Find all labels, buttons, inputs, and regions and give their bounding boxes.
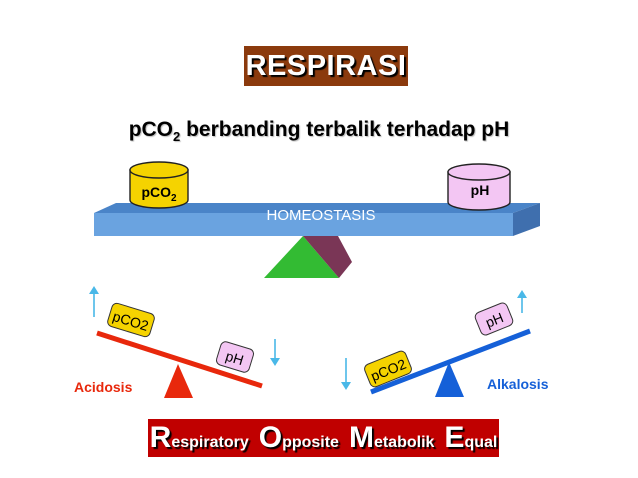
subtitle-sub: 2 [173, 129, 181, 145]
beam-top [94, 203, 540, 213]
alkalosis-ph-box: pH [474, 302, 514, 336]
fulcrum-purple [303, 236, 352, 278]
acidosis-beam [96, 330, 263, 389]
arrow-down-acidosis-icon [270, 339, 280, 366]
footer-word-3: Metabolik [348, 421, 435, 454]
footer-word-1: Respiratory [149, 421, 249, 454]
subtitle-suffix: berbanding terbalik terhadap pH [180, 118, 510, 141]
alkalosis-ph-label: pH [483, 309, 506, 331]
fulcrum-green [264, 236, 339, 278]
acidosis-pco2-box: pCO2 [107, 302, 155, 338]
acidosis-ph-box: pH [215, 341, 255, 373]
beam-label: HOMEOSTASIS [267, 207, 376, 224]
acidosis-ph-label: pH [224, 348, 246, 369]
arrow-down-alkalosis-icon [341, 358, 351, 390]
arrow-up-acidosis-icon [89, 286, 99, 317]
can-ph: pH [447, 163, 511, 211]
can-left-sub: 2 [171, 193, 177, 204]
acidosis-label: Acidosis [74, 379, 133, 395]
can-right-label: pH [471, 182, 490, 198]
title-box: RESPIRASI [244, 46, 408, 86]
beam-front [94, 213, 513, 236]
can-left-prefix: pCO [141, 184, 171, 200]
footer-word-4: Equal [444, 421, 498, 454]
alkalosis-label: Alkalosis [487, 376, 549, 392]
acidosis-fulcrum [164, 364, 193, 398]
footer-word-2: Opposite [258, 421, 339, 454]
alkalosis-fulcrum [435, 362, 464, 397]
subtitle: pCO2 berbanding terbalik terhadap pH [0, 118, 638, 144]
alkalosis-pco2-box: pCO2 [364, 350, 412, 388]
arrow-up-alkalosis-icon [517, 290, 527, 313]
svg-text:pCO2: pCO2 [141, 184, 177, 204]
title: RESPIRASI [245, 49, 407, 82]
subtitle-prefix: pCO [128, 118, 174, 141]
footer-banner: Respiratory Opposite Metabolik Equal [148, 419, 499, 457]
beam-side [513, 203, 540, 236]
alkalosis-beam [370, 328, 531, 395]
can-pco2: pCO2 [129, 161, 189, 209]
